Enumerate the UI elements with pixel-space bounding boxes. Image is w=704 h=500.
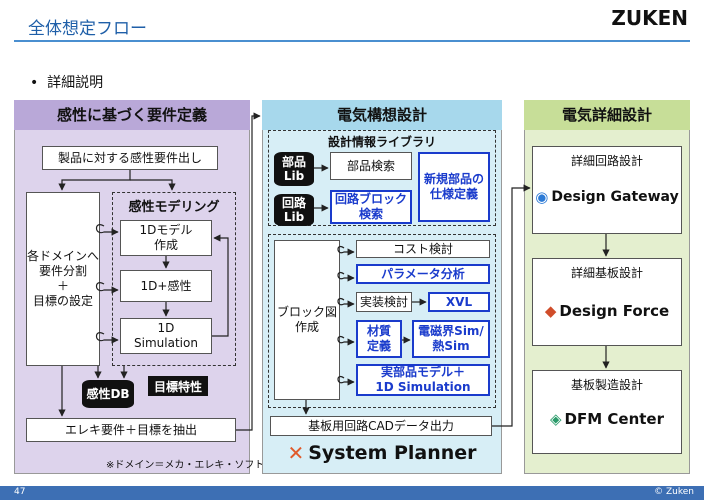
concept-group [268, 234, 496, 408]
xvl-box: XVL [428, 292, 490, 312]
design-library-title: 設計情報ライブラリ [327, 135, 436, 149]
design-force-label: Design Force [559, 302, 670, 320]
kansei-modeling-title: 感性モデリング [128, 200, 220, 215]
footer-bar [0, 486, 704, 500]
kansei-modeling-group [112, 192, 236, 366]
header-divider [14, 40, 690, 42]
dfm-center-logo: ◈DFM Center [532, 404, 682, 434]
mounted-parts-model-box: 実部品モデル＋ 1D Simulation [356, 364, 490, 396]
cost-study-box: コスト検討 [356, 240, 490, 258]
mounting-study-box: 実装検討 [356, 292, 412, 312]
bullet-marker: • [30, 75, 39, 91]
dfm-center-card [532, 370, 682, 454]
model-1d-box: 1Dモデル 作成 [120, 220, 212, 256]
system-planner-mark-icon: ✕ [287, 441, 305, 465]
left-panel-title: 感性に基づく要件定義 [14, 100, 250, 130]
target-characteristics-badge: 目標特性 [148, 376, 208, 396]
parts-search-box: 部品検索 [330, 152, 412, 180]
board-manufacture-label: 基板製造設計 [570, 378, 643, 392]
parts-lib-text: 部品 Lib [281, 154, 306, 183]
domain-note: ※ドメイン＝メカ・エレキ・ソフト [106, 460, 265, 471]
zuken-logo: ZUKEN [611, 6, 688, 30]
system-planner-label: System Planner [308, 442, 477, 464]
em-thermal-sim-text: 電磁界Sim/ 熱Sim [418, 324, 484, 353]
design-force-icon: ◆ [544, 302, 557, 320]
detail-circuit-label: 詳細回路設計 [570, 154, 643, 168]
bullet-item: • 詳細説明 [30, 72, 103, 92]
parts-lib-icon: 部品 Lib [274, 152, 314, 186]
design-force-logo: ◆Design Force [532, 296, 682, 326]
circuit-block-search-box: 回路ブロック 検索 [330, 190, 412, 224]
block-diagram-box: ブロック図 作成 [274, 240, 340, 400]
page-title: 全体想定フロー [28, 19, 147, 39]
material-definition-box: 材質 定義 [356, 320, 402, 358]
design-gateway-card [532, 146, 682, 234]
board-cad-output-box: 基板用回路CADデータ出力 [270, 416, 492, 436]
model-sim-box: 1D Simulation [120, 318, 212, 354]
parameter-analysis-box: パラメータ分析 [356, 264, 490, 284]
copyright: © Zuken [654, 487, 694, 497]
circuit-lib-icon: 回路 Lib [274, 194, 314, 226]
new-parts-spec-text: 新規部品の 仕様定義 [423, 172, 484, 201]
design-gateway-logo: ◉Design Gateway [532, 182, 682, 212]
model-sim-text: 1D Simulation [134, 321, 198, 350]
kansei-db-icon: 感性DB [82, 380, 134, 408]
bullet-text: 詳細説明 [47, 75, 104, 91]
design-force-card [532, 258, 682, 346]
circuit-lib-text: 回路 Lib [281, 195, 306, 224]
model-1d-text: 1Dモデル 作成 [139, 223, 193, 252]
model-kansei-box: 1D+感性 [120, 270, 212, 302]
mounted-parts-model-text: 実部品モデル＋ 1D Simulation [375, 365, 471, 394]
circuit-block-search-text: 回路ブロック 検索 [334, 192, 407, 221]
block-diagram-text: ブロック図 作成 [276, 305, 337, 334]
middle-panel-title: 電気構想設計 [262, 100, 502, 130]
design-gateway-icon: ◉ [535, 188, 549, 206]
detail-board-label: 詳細基板設計 [570, 266, 643, 280]
em-thermal-sim-box: 電磁界Sim/ 熱Sim [412, 320, 490, 358]
kansei-requirement-box: 製品に対する感性要件出し [42, 146, 218, 170]
dfm-center-label: DFM Center [564, 410, 664, 428]
right-panel-title: 電気詳細設計 [524, 100, 690, 130]
domain-split-text: 各ドメインへ 要件分割 ＋ 目標の設定 [27, 249, 100, 308]
design-gateway-label: Design Gateway [551, 189, 679, 205]
dfm-center-icon: ◈ [550, 410, 562, 428]
system-planner-logo: ✕System Planner [262, 440, 502, 466]
extract-requirements-box: エレキ要件＋目標を抽出 [26, 418, 236, 442]
new-parts-spec-box: 新規部品の 仕様定義 [418, 152, 490, 222]
domain-split-box: 各ドメインへ 要件分割 ＋ 目標の設定 [26, 192, 100, 366]
design-library-group [268, 130, 496, 226]
material-definition-text: 材質 定義 [366, 324, 391, 353]
page-number: 47 [14, 487, 26, 497]
